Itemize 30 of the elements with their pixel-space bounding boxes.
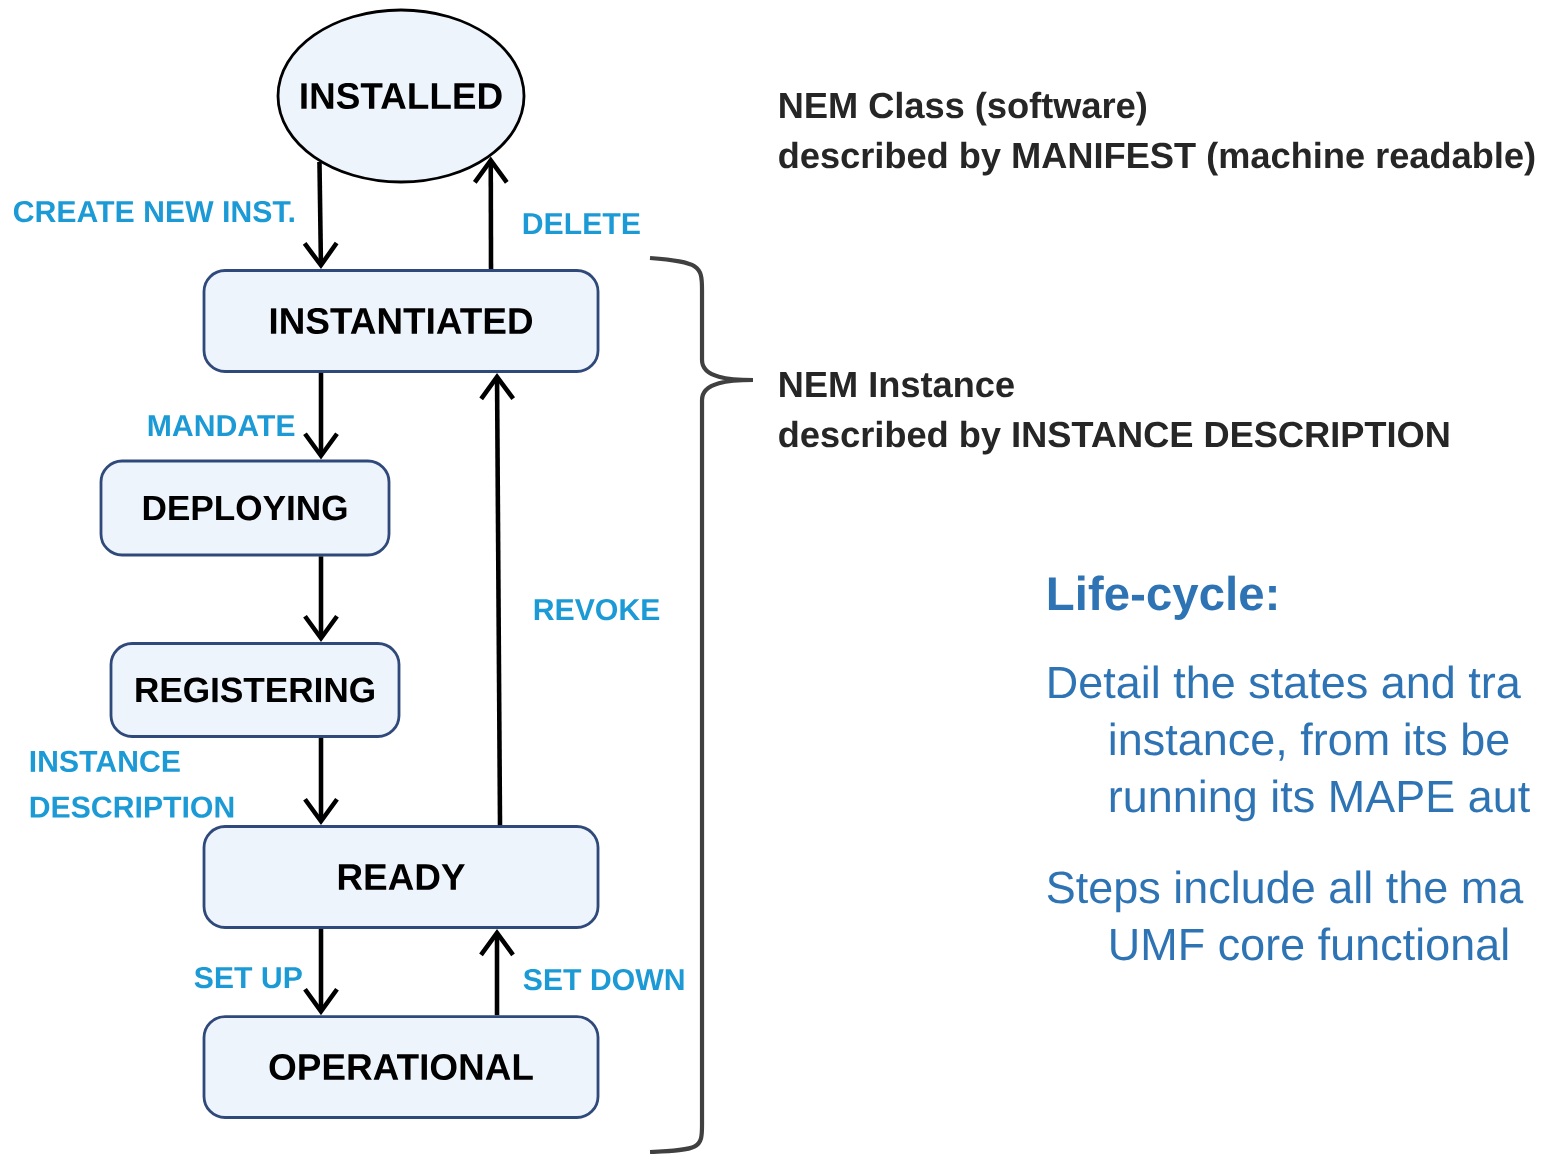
edge-label: INSTANCE DESCRIPTION [30,750,234,818]
edge-label: MANDATE [148,415,295,436]
state-box: REGISTERING [109,642,401,738]
arrow [479,372,516,826]
text-line: Steps include all the ma [1047,870,1524,913]
text-line: described by INSTANCE DESCRIPTION [779,420,1449,455]
arrow [303,737,339,826]
text-line: running its MAPE aut [1110,779,1530,822]
text-line: Detail the states and tra [1049,665,1521,699]
text-line: NEM Class (software) [780,91,1146,126]
text-line: UMF core functional [1111,927,1508,961]
arrow [302,162,339,270]
arrow [479,928,515,1016]
heading: Life-cycle: [1048,575,1276,620]
edge-label: SET DOWN [523,968,684,991]
state-box: OPERATIONAL [202,1015,600,1119]
arrow [303,928,339,1016]
text-line: described by MANIFEST (machine readable) [779,141,1535,176]
edge-label: DELETE [523,213,640,234]
edge-label: SET UP [194,966,302,989]
text-line: instance, from its be [1110,722,1509,761]
state-box: INSTANTIATED [202,269,600,373]
state-box: DEPLOYING [99,459,391,557]
edge-label: REVOKE [534,598,660,621]
arrow [303,556,339,643]
arrow [303,372,339,460]
edge-label: CREATE NEW INST. [13,200,294,223]
state-box: READY [202,825,600,929]
text-line: NEM Instance [780,372,1014,398]
arrow [472,156,509,270]
